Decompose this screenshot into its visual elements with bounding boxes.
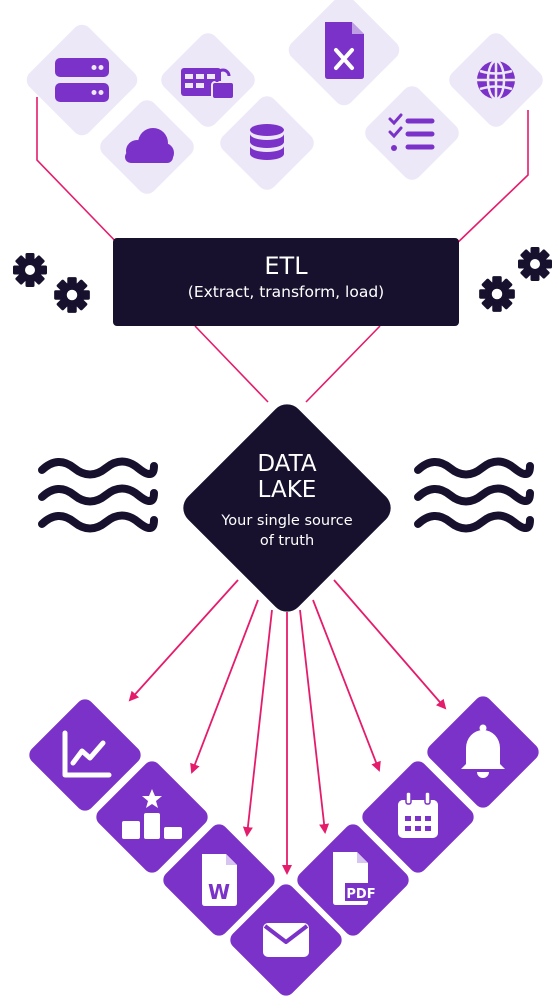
locked-table-icon	[181, 68, 235, 100]
source-tile-locked-table	[161, 33, 255, 127]
wave-icon	[38, 457, 158, 479]
data-lake-diamond	[183, 404, 391, 612]
email-icon	[263, 923, 309, 957]
etl-box	[113, 238, 459, 326]
output-tile-calendar	[362, 761, 474, 873]
output-tile-word: W	[163, 824, 275, 936]
etl-subtitle: (Extract, transform, load)	[187, 283, 385, 301]
left-source-connector	[36, 97, 123, 249]
output-tile-bell	[427, 696, 539, 808]
output-tile-pdf: PDF	[297, 824, 409, 936]
cloud-icon	[125, 128, 174, 163]
arrow-to-line-chart	[128, 579, 239, 702]
etl-to-lake-connectors	[194, 325, 381, 403]
pdf-file-icon: PDF	[333, 852, 377, 905]
line-chart-icon	[62, 730, 112, 778]
server-icon	[55, 58, 109, 102]
source-tile-database	[220, 96, 314, 190]
etl-to-lake-right	[305, 325, 381, 403]
right-gears	[479, 247, 552, 312]
source-tile-cloud	[100, 100, 194, 194]
calendar-icon	[398, 791, 438, 838]
globe-icon	[477, 59, 515, 101]
output-tiles: W PDF	[29, 696, 539, 996]
word-document-icon: W	[202, 854, 237, 906]
checklist-icon	[388, 113, 435, 151]
arrow-to-word	[242, 609, 273, 837]
left-waves	[38, 457, 158, 533]
arrow-to-leaderboard	[190, 599, 259, 774]
wave-icon	[38, 511, 158, 533]
excel-file-icon	[325, 22, 364, 79]
database-icon	[250, 124, 284, 160]
source-tile-server	[26, 24, 138, 136]
gear-icon	[479, 276, 515, 312]
svg-text:PDF: PDF	[346, 887, 375, 902]
output-arrows	[128, 579, 447, 875]
bell-icon	[461, 724, 505, 778]
arrow-to-bell	[333, 579, 447, 710]
output-tile-email	[230, 884, 342, 996]
gear-icon	[54, 277, 90, 313]
left-gears	[13, 253, 90, 313]
right-waves	[414, 457, 534, 533]
data-lake-subtitle-line2: of truth	[259, 533, 315, 549]
etl-to-lake-left	[194, 325, 269, 403]
wave-icon	[414, 511, 534, 533]
gear-icon	[518, 247, 552, 281]
source-tiles	[26, 0, 543, 194]
etl-title: ETL	[264, 252, 308, 280]
wave-icon	[414, 484, 534, 506]
wave-icon	[414, 457, 534, 479]
wave-icon	[38, 484, 158, 506]
data-lake-title-line2: LAKE	[257, 477, 317, 503]
data-lake-subtitle-line1: Your single source	[221, 513, 353, 529]
source-tile-excel	[288, 0, 400, 106]
output-tile-leaderboard	[96, 761, 208, 873]
source-tile-checklist	[365, 86, 459, 180]
gear-icon	[13, 253, 47, 287]
source-tile-globe	[449, 33, 543, 127]
arrow-to-calendar	[312, 599, 381, 772]
source-connectors	[36, 97, 529, 249]
svg-text:W: W	[208, 880, 230, 904]
data-lake-title-line1: DATA	[257, 451, 317, 477]
arrow-to-pdf	[299, 609, 330, 834]
leaderboard-icon	[122, 789, 182, 839]
output-tile-line-chart	[29, 699, 141, 811]
right-source-connector	[451, 110, 529, 249]
